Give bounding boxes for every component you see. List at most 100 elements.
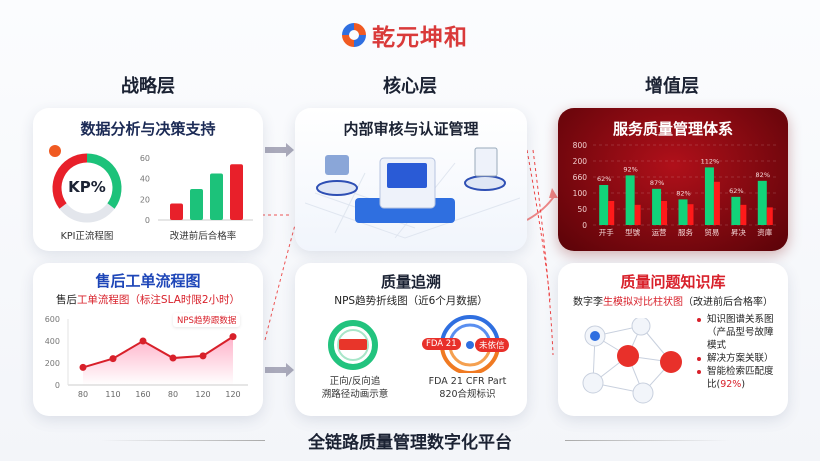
x-tick-label: 服务 [678, 227, 693, 237]
dashed-connector [264, 224, 296, 341]
subtitle-prefix: 数字李 [573, 297, 603, 308]
subtitle-highlight: 生模拟对比柱状图 [603, 297, 683, 308]
knowledge-graph [582, 318, 682, 404]
area-fill [83, 336, 233, 385]
trace-ring-icon [328, 320, 378, 370]
node-icon [631, 318, 651, 336]
series-line [82, 335, 234, 369]
card-subtitle: 数字李生模拟对比柱状图（改进前后合格率） [558, 293, 788, 308]
card-title: 质量追溯 [380, 273, 441, 291]
document-icon [474, 147, 498, 177]
screen-icon [387, 163, 427, 188]
gauge-caption: KPI正流程图 [60, 231, 114, 242]
node-icon [582, 372, 604, 394]
data-label: 82% [756, 171, 770, 179]
x-tick-label: 120 [225, 390, 240, 399]
bar-before [757, 180, 767, 225]
bar [210, 173, 223, 220]
dashed-connector [532, 149, 554, 356]
subtitle-highlight: 工单流程图 [76, 294, 130, 306]
column-heading-value: 增值层 [645, 76, 699, 97]
bullet-item: 知识图谱关系图（产品型号故障模式 [697, 313, 782, 352]
bullet-item: 解决方案关联） [697, 352, 782, 365]
platform-title: 全链路质量管理数字化平台 [308, 433, 512, 453]
data-label: 62% [729, 187, 743, 195]
y-tick-label: 40 [140, 175, 150, 184]
bullet-text: ) [741, 379, 746, 390]
fda-caption-line: FDA 21 CFR Part [428, 376, 507, 387]
ring-caption-line: 溯路径动画示意 [321, 389, 389, 400]
y-tick-label: 0 [145, 216, 150, 225]
brand-mark-icon [342, 23, 366, 47]
match-rate: 92% [720, 379, 742, 390]
y-tick-label: 60 [140, 154, 150, 163]
data-label: 112% [701, 157, 720, 165]
bar-before [678, 199, 688, 225]
x-tick-label: 运营 [652, 227, 667, 237]
footer-divider [100, 440, 265, 441]
x-tick-label: 昇决 [731, 227, 746, 237]
bar-after [661, 201, 668, 225]
bullet-text: 智能检索匹配度比( [707, 366, 774, 390]
data-point [109, 355, 117, 363]
dashed-connector [526, 149, 551, 301]
data-point [139, 337, 147, 345]
kpi-gauge [49, 145, 122, 223]
data-label: 92% [623, 165, 637, 173]
y-tick-label: 0 [582, 221, 587, 230]
bar-before [599, 185, 609, 225]
data-label: 82% [676, 189, 690, 197]
subtitle-suffix: （标注SLA时限2小时） [129, 294, 241, 306]
x-tick-label: 160 [135, 390, 150, 399]
brand-logo: 乾元坤和 [340, 18, 468, 52]
knowledge-bullets: 知识图谱关系图（产品型号故障模式 解决方案关联） 智能检索匹配度比(92%) [697, 313, 782, 391]
bar-caption: 改进前后合格率 [169, 231, 237, 242]
data-point [229, 333, 237, 341]
brand-name: 乾元坤和 [372, 25, 468, 51]
gauge-label: KP% [68, 178, 106, 196]
column-heading-core: 核心层 [383, 76, 437, 97]
card-title: 数据分析与决策支持 [80, 120, 216, 138]
x-tick-label: 80 [168, 390, 178, 399]
data-label: 87% [650, 179, 664, 187]
subtitle-prefix: 售后 [55, 294, 77, 306]
column-heading-strategy: 战略层 [121, 76, 175, 97]
card-title: 服务质量管理体系 [612, 120, 733, 138]
bar-before [652, 188, 662, 225]
x-tick-label: 120 [195, 390, 210, 399]
y-tick-label: 800 [573, 141, 588, 150]
bar-after [687, 204, 694, 225]
x-tick-label: 型號 [625, 227, 640, 237]
bar-before [731, 196, 741, 225]
chart-legend: NPS趋势跟数据 [173, 313, 241, 327]
compliance-signal-icon [440, 315, 500, 373]
y-tick-label: 200 [573, 157, 588, 166]
bar-after [713, 181, 720, 225]
target-node-icon [660, 351, 682, 373]
bullet-item: 智能检索匹配度比(92%) [697, 365, 782, 391]
y-tick-label: 660 [573, 173, 588, 182]
audit-card: 内部审核与认证管理 [295, 108, 527, 251]
data-label: 62% [597, 175, 611, 183]
node-icon [632, 382, 654, 404]
bar [230, 164, 243, 220]
x-tick-label: 贸易 [704, 227, 719, 237]
data-point [199, 352, 207, 360]
x-tick-label: 开手 [599, 227, 614, 237]
card-subtitle: 售后工单流程图（标注SLA时限2小时） [33, 292, 263, 307]
fda-badge: FDA 21 [422, 338, 461, 350]
x-tick-label: 资庫 [757, 227, 772, 237]
y-tick-label: 400 [45, 337, 60, 346]
platform-icon [464, 175, 506, 191]
knowledge-base-card: 质量问题知识库 数字李生模拟对比柱状图（改进前后合格率） [558, 263, 788, 416]
ring-caption: 正向/反向追溯路径动画示意 [305, 375, 405, 401]
bar-after [634, 204, 641, 225]
ring-caption-line: 正向/反向追 [329, 376, 381, 387]
traceability-card: 质量追溯 NPS趋势折线图（近6个月数据） 正向/反向追溯路径动画示意 FDA … [295, 263, 527, 416]
server-icon [325, 155, 349, 175]
